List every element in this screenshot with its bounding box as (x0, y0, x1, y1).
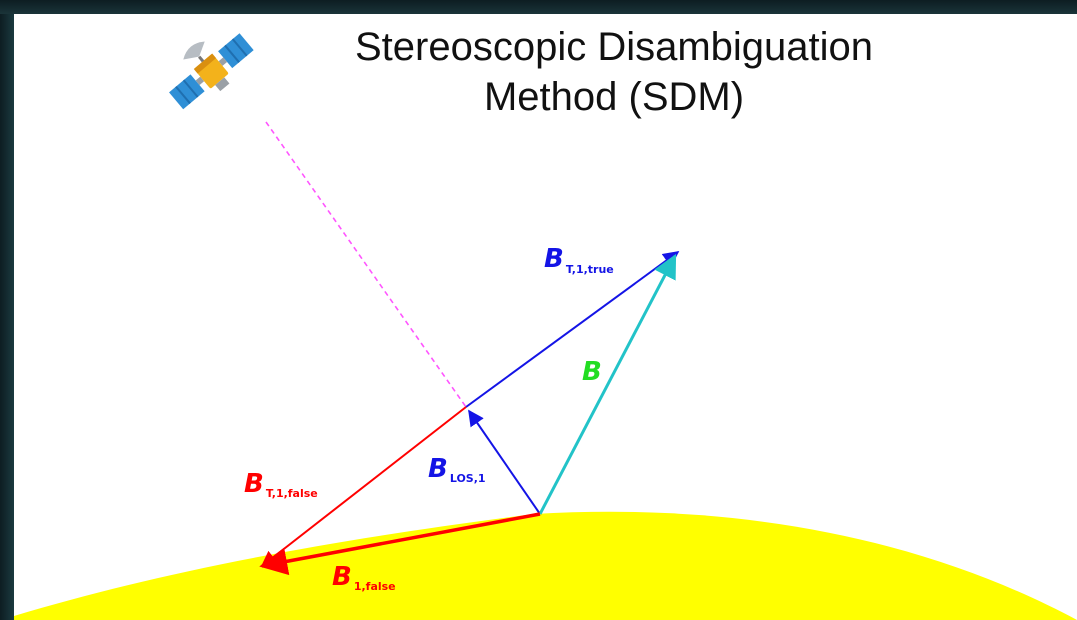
slide-title: Stereoscopic Disambiguation Method (SDM) (264, 22, 964, 122)
sun-surface (14, 511, 1077, 620)
vector-b-t-1-false (260, 406, 467, 567)
vector-b (538, 253, 677, 515)
slide-frame-top (0, 0, 1077, 14)
title-line-2: Method (SDM) (483, 75, 745, 119)
slide-frame-left (0, 0, 14, 620)
satellite-icon (169, 33, 254, 110)
vector-b-1-false (259, 512, 541, 576)
vector-b-los-1 (468, 409, 541, 515)
vector-b-t-1-true (465, 251, 680, 408)
line-of-sight (265, 121, 467, 408)
title-line-1: Stereoscopic Disambiguation (354, 25, 874, 69)
label-b: B (582, 357, 602, 387)
slide-canvas: Stereoscopic Disambiguation Method (SDM) (14, 14, 1077, 620)
